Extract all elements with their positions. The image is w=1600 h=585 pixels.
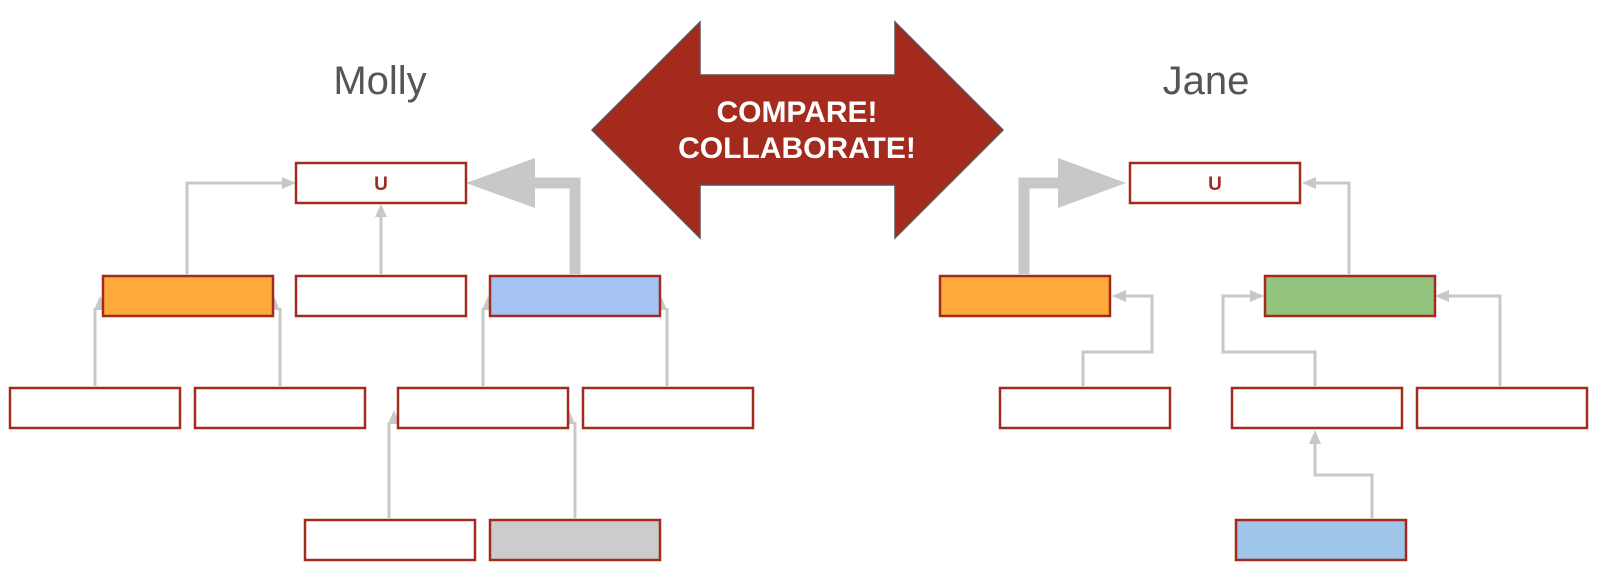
jane-root-label: U	[1208, 174, 1222, 195]
molly-node-white	[294, 274, 468, 318]
molly-title: Molly	[333, 59, 426, 103]
molly-node-blue	[488, 274, 662, 318]
jane-bottom-blue	[1234, 518, 1408, 562]
jane-title: Jane	[1163, 59, 1250, 103]
jane-root-node	[1128, 161, 1302, 205]
molly-root-label: U	[374, 174, 388, 195]
jane-map: U	[938, 161, 1589, 562]
jane-leaf-3	[1415, 386, 1589, 430]
compare-double-arrow	[590, 20, 1005, 240]
molly-leaf-4	[581, 386, 755, 430]
jane-node-orange	[938, 274, 1112, 318]
molly-map: U	[8, 161, 755, 562]
molly-connectors	[93, 158, 669, 518]
molly-node-orange	[101, 274, 275, 318]
jane-connectors	[1018, 158, 1502, 518]
jane-leaf-2	[1230, 386, 1404, 430]
molly-root-node	[294, 161, 468, 205]
jane-node-green	[1263, 274, 1437, 318]
jane-leaf-1	[998, 386, 1172, 430]
molly-leaf-1	[8, 386, 182, 430]
molly-bottom-white	[303, 518, 477, 562]
banner-line-2: COLLABORATE!	[678, 132, 916, 165]
molly-leaf-3	[396, 386, 570, 430]
molly-bottom-gray	[488, 518, 662, 562]
banner-line-1: COMPARE!	[716, 96, 877, 129]
molly-leaf-2	[193, 386, 367, 430]
